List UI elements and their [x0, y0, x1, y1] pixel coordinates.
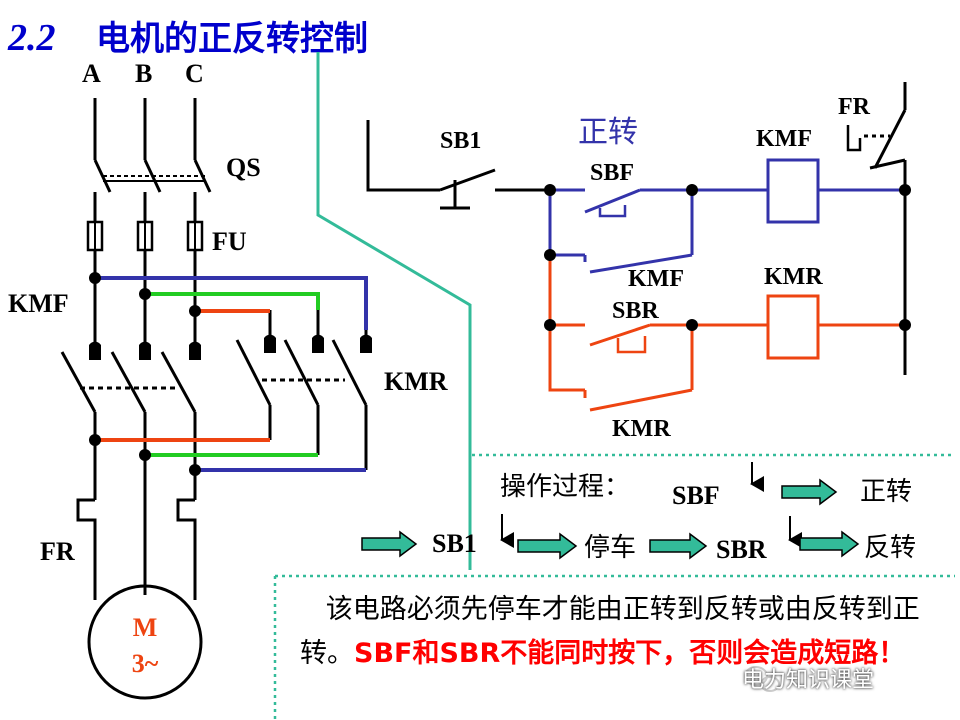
- kmr-contact-label: KMR: [612, 416, 671, 442]
- section-number: 2.2: [7, 17, 56, 59]
- sbf-label: SBF: [590, 160, 634, 186]
- kmr-main-label: KMR: [384, 367, 448, 396]
- fr-control-label: FR: [838, 94, 871, 120]
- phase-label-b: B: [135, 59, 152, 88]
- flow-arrow-icon: [361, 530, 418, 558]
- operation-step-sbf: SBF: [672, 481, 720, 510]
- operation-result-forward: 正转: [860, 477, 912, 507]
- flow-arrow-icon: [649, 532, 708, 560]
- flow-arrow-icon: [799, 530, 860, 558]
- sb1-label: SB1: [440, 128, 481, 154]
- operation-step-sb1: SB1: [432, 529, 477, 558]
- motor-label: M: [133, 613, 158, 642]
- divider-line: [316, 52, 472, 455]
- operation-step-sbr: SBR: [716, 535, 767, 564]
- qs-label: QS: [226, 153, 261, 182]
- kmf-main-label: KMF: [8, 289, 69, 318]
- control-junction-dots: [544, 184, 911, 331]
- flow-arrow-icon: [517, 532, 578, 560]
- forward-caption: 正转: [578, 115, 638, 150]
- operation-heading: 操作过程：: [500, 472, 630, 502]
- phase-label-a: A: [82, 59, 101, 88]
- kmf-contact-label: KMF: [628, 266, 684, 292]
- note-warning-text: SBF和SBR不能同时按下，否则会造成短路！: [354, 638, 906, 669]
- watermark: 电力知识课堂: [742, 668, 875, 693]
- junction-dots: [89, 272, 201, 476]
- warning-note: 该电路必须先停车才能由正转到反转或由反转到正转。SBF和SBR不能同时按下，否则…: [300, 588, 940, 676]
- page-title: 电机的正反转控制: [96, 19, 368, 59]
- fu-label: FU: [212, 227, 247, 256]
- note-text: 该电路必须先停车才能由正转到反转或由反转到正转。: [300, 594, 920, 669]
- operation-result-reverse: 反转: [864, 533, 916, 563]
- kmf-coil-label: KMF: [756, 126, 812, 152]
- motor-phase-label: 3~: [132, 649, 159, 678]
- fr-main-label: FR: [40, 537, 75, 566]
- kmr-coil-label: KMR: [764, 264, 823, 290]
- operation-result-stop: 停车: [584, 533, 636, 563]
- sbr-label: SBR: [612, 298, 659, 324]
- control-circuit: [366, 82, 907, 412]
- reversing-wires: [95, 276, 368, 472]
- flow-arrow-icon: [781, 478, 838, 506]
- phase-label-c: C: [185, 59, 204, 88]
- contact-arcs: [89, 334, 372, 360]
- wechat-icon: [744, 666, 780, 692]
